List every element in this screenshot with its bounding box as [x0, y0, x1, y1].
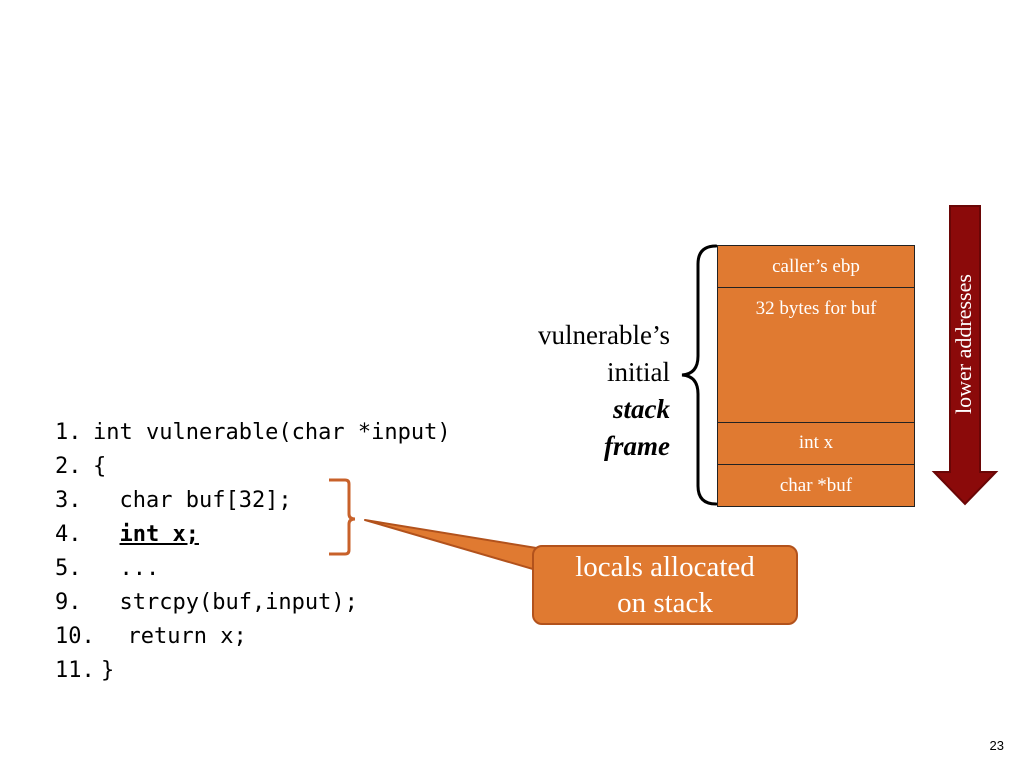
code-listing: 1. int vulnerable(char *input) 2. { 3. cha… [55, 416, 451, 688]
stack-cell-callers-ebp: caller’s ebp [718, 246, 914, 288]
stack-frame-table: caller’s ebp 32 bytes for buf int x char… [717, 245, 915, 507]
frame-label-line-3: stack [613, 394, 670, 424]
code-text: ... [93, 556, 160, 581]
stack-frame-brace-icon [681, 244, 718, 506]
code-line-5: 5. ... [55, 552, 451, 586]
stack-cell-char-buf: char *buf [779, 475, 853, 496]
code-line-11: 11.} [55, 654, 451, 688]
line-number: 9. [55, 590, 82, 615]
down-arrow-icon [931, 205, 999, 506]
code-line-2: 2. { [55, 450, 451, 484]
line-number: 11. [55, 658, 95, 683]
code-text: strcpy(buf,input); [93, 590, 358, 615]
code-text: { [93, 454, 107, 479]
callout-line-1: locals allocated [575, 551, 755, 583]
code-text [93, 522, 120, 547]
code-line-1: 1. int vulnerable(char *input) [55, 416, 451, 450]
code-text: int vulnerable(char *input) [93, 420, 451, 445]
stack-cell-int-x: int x [718, 423, 914, 465]
frame-label-line-1: vulnerable’s [538, 320, 670, 350]
line-number: 3. [55, 488, 82, 513]
line-number: 2. [55, 454, 82, 479]
lower-addresses-label: lower addresses [951, 274, 976, 414]
frame-label-line-4: frame [604, 431, 670, 461]
line-number: 4. [55, 522, 82, 547]
code-line-4: 4. int x; [55, 518, 451, 552]
code-line-3: 3. char buf[32]; [55, 484, 451, 518]
line-number: 10. [55, 624, 95, 649]
stack-frame-label: vulnerable’s initial stack frame [538, 317, 670, 465]
code-text: char buf[32]; [93, 488, 292, 513]
code-line-9: 9. strcpy(buf,input); [55, 586, 451, 620]
code-text: return x; [101, 624, 247, 649]
callout-line-2: on stack [617, 587, 713, 619]
line-number: 1. [55, 420, 82, 445]
locals-callout: locals allocated on stack [532, 545, 798, 625]
frame-label-line-2: initial [607, 357, 670, 387]
stack-cell-buf-bytes: 32 bytes for buf [718, 288, 914, 423]
locals-bracket-icon [329, 478, 562, 575]
code-line-10: 10. return x; [55, 620, 451, 654]
slide-number: 23 [989, 738, 1004, 753]
code-emphasis: int x; [119, 522, 199, 547]
line-number: 5. [55, 556, 82, 581]
code-text: } [101, 658, 115, 683]
